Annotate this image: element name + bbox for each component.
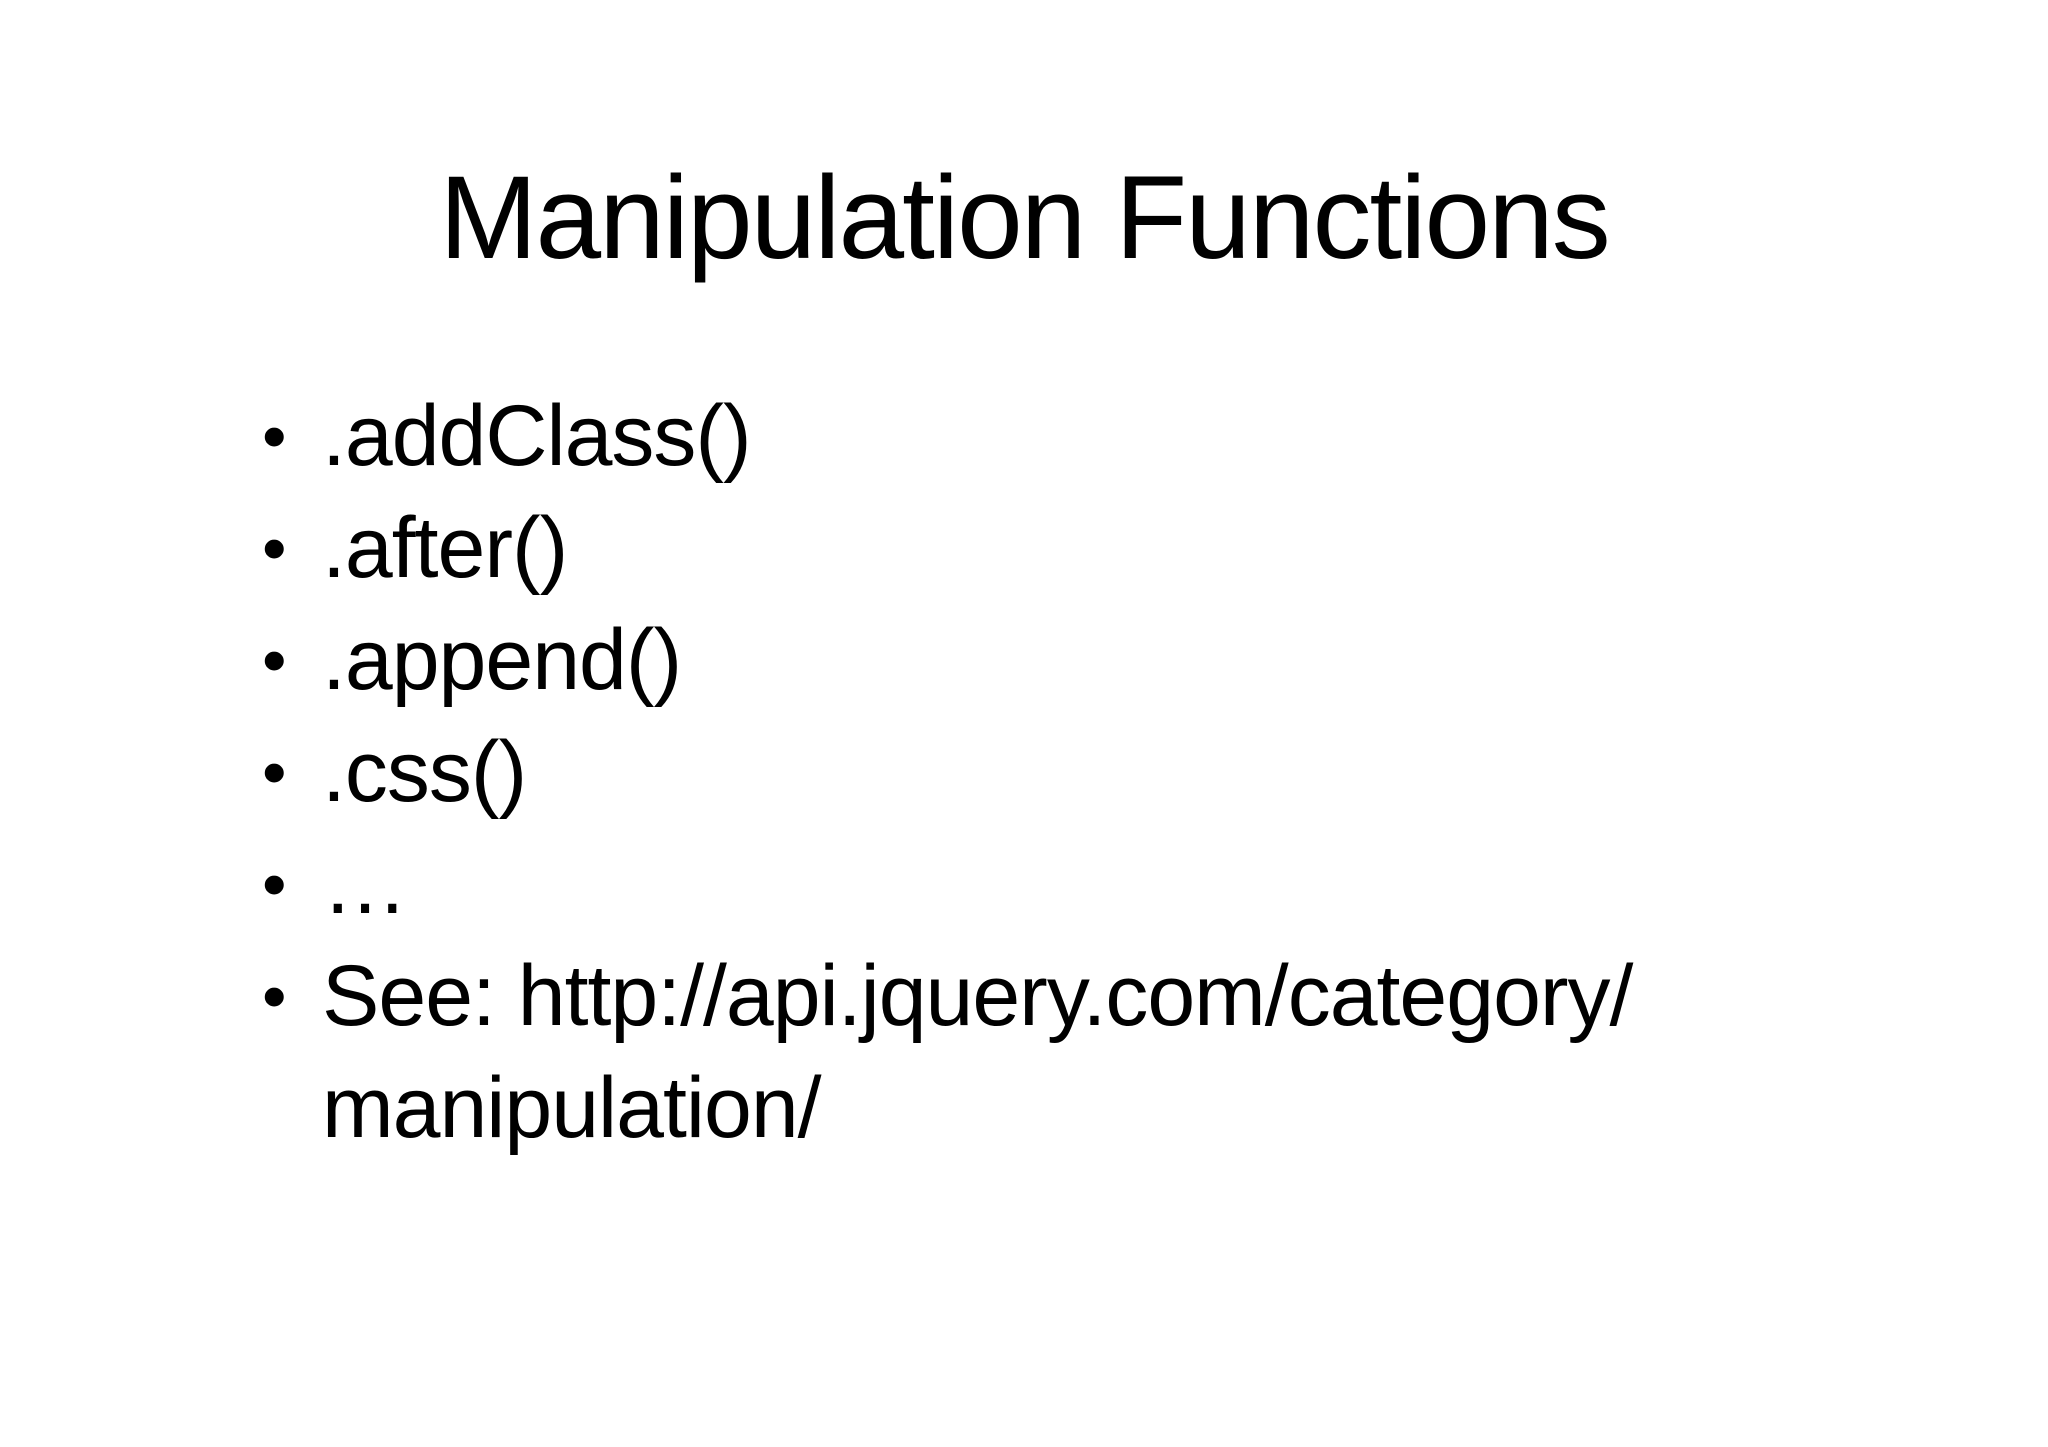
bullet-text: .append() bbox=[322, 611, 682, 708]
bullet-text: … bbox=[322, 835, 408, 932]
bullet-item: • .addClass() bbox=[262, 380, 1822, 492]
slide-title: Manipulation Functions bbox=[439, 152, 1610, 284]
bullet-text-url: See: http://api.jquery.com/category/ man… bbox=[322, 947, 1633, 1156]
bullet-dot-icon: • bbox=[262, 508, 287, 587]
bullet-item: • See: http://api.jquery.com/category/ m… bbox=[262, 940, 1822, 1164]
bullet-item: • .css() bbox=[262, 716, 1822, 828]
bullet-dot-icon: • bbox=[262, 732, 287, 811]
bullet-item: • .append() bbox=[262, 604, 1822, 716]
bullet-dot-icon: • bbox=[262, 620, 287, 699]
bullet-item: • … bbox=[262, 828, 1822, 940]
bullet-item: • .after() bbox=[262, 492, 1822, 604]
bullet-list: • .addClass() • .after() • .append() • .… bbox=[262, 380, 1822, 1164]
bullet-text: .css() bbox=[322, 723, 527, 820]
bullet-dot-icon: • bbox=[262, 844, 287, 923]
bullet-text: .after() bbox=[322, 499, 568, 596]
bullet-dot-icon: • bbox=[262, 956, 287, 1035]
bullet-dot-icon: • bbox=[262, 396, 287, 475]
bullet-text: .addClass() bbox=[322, 387, 752, 484]
